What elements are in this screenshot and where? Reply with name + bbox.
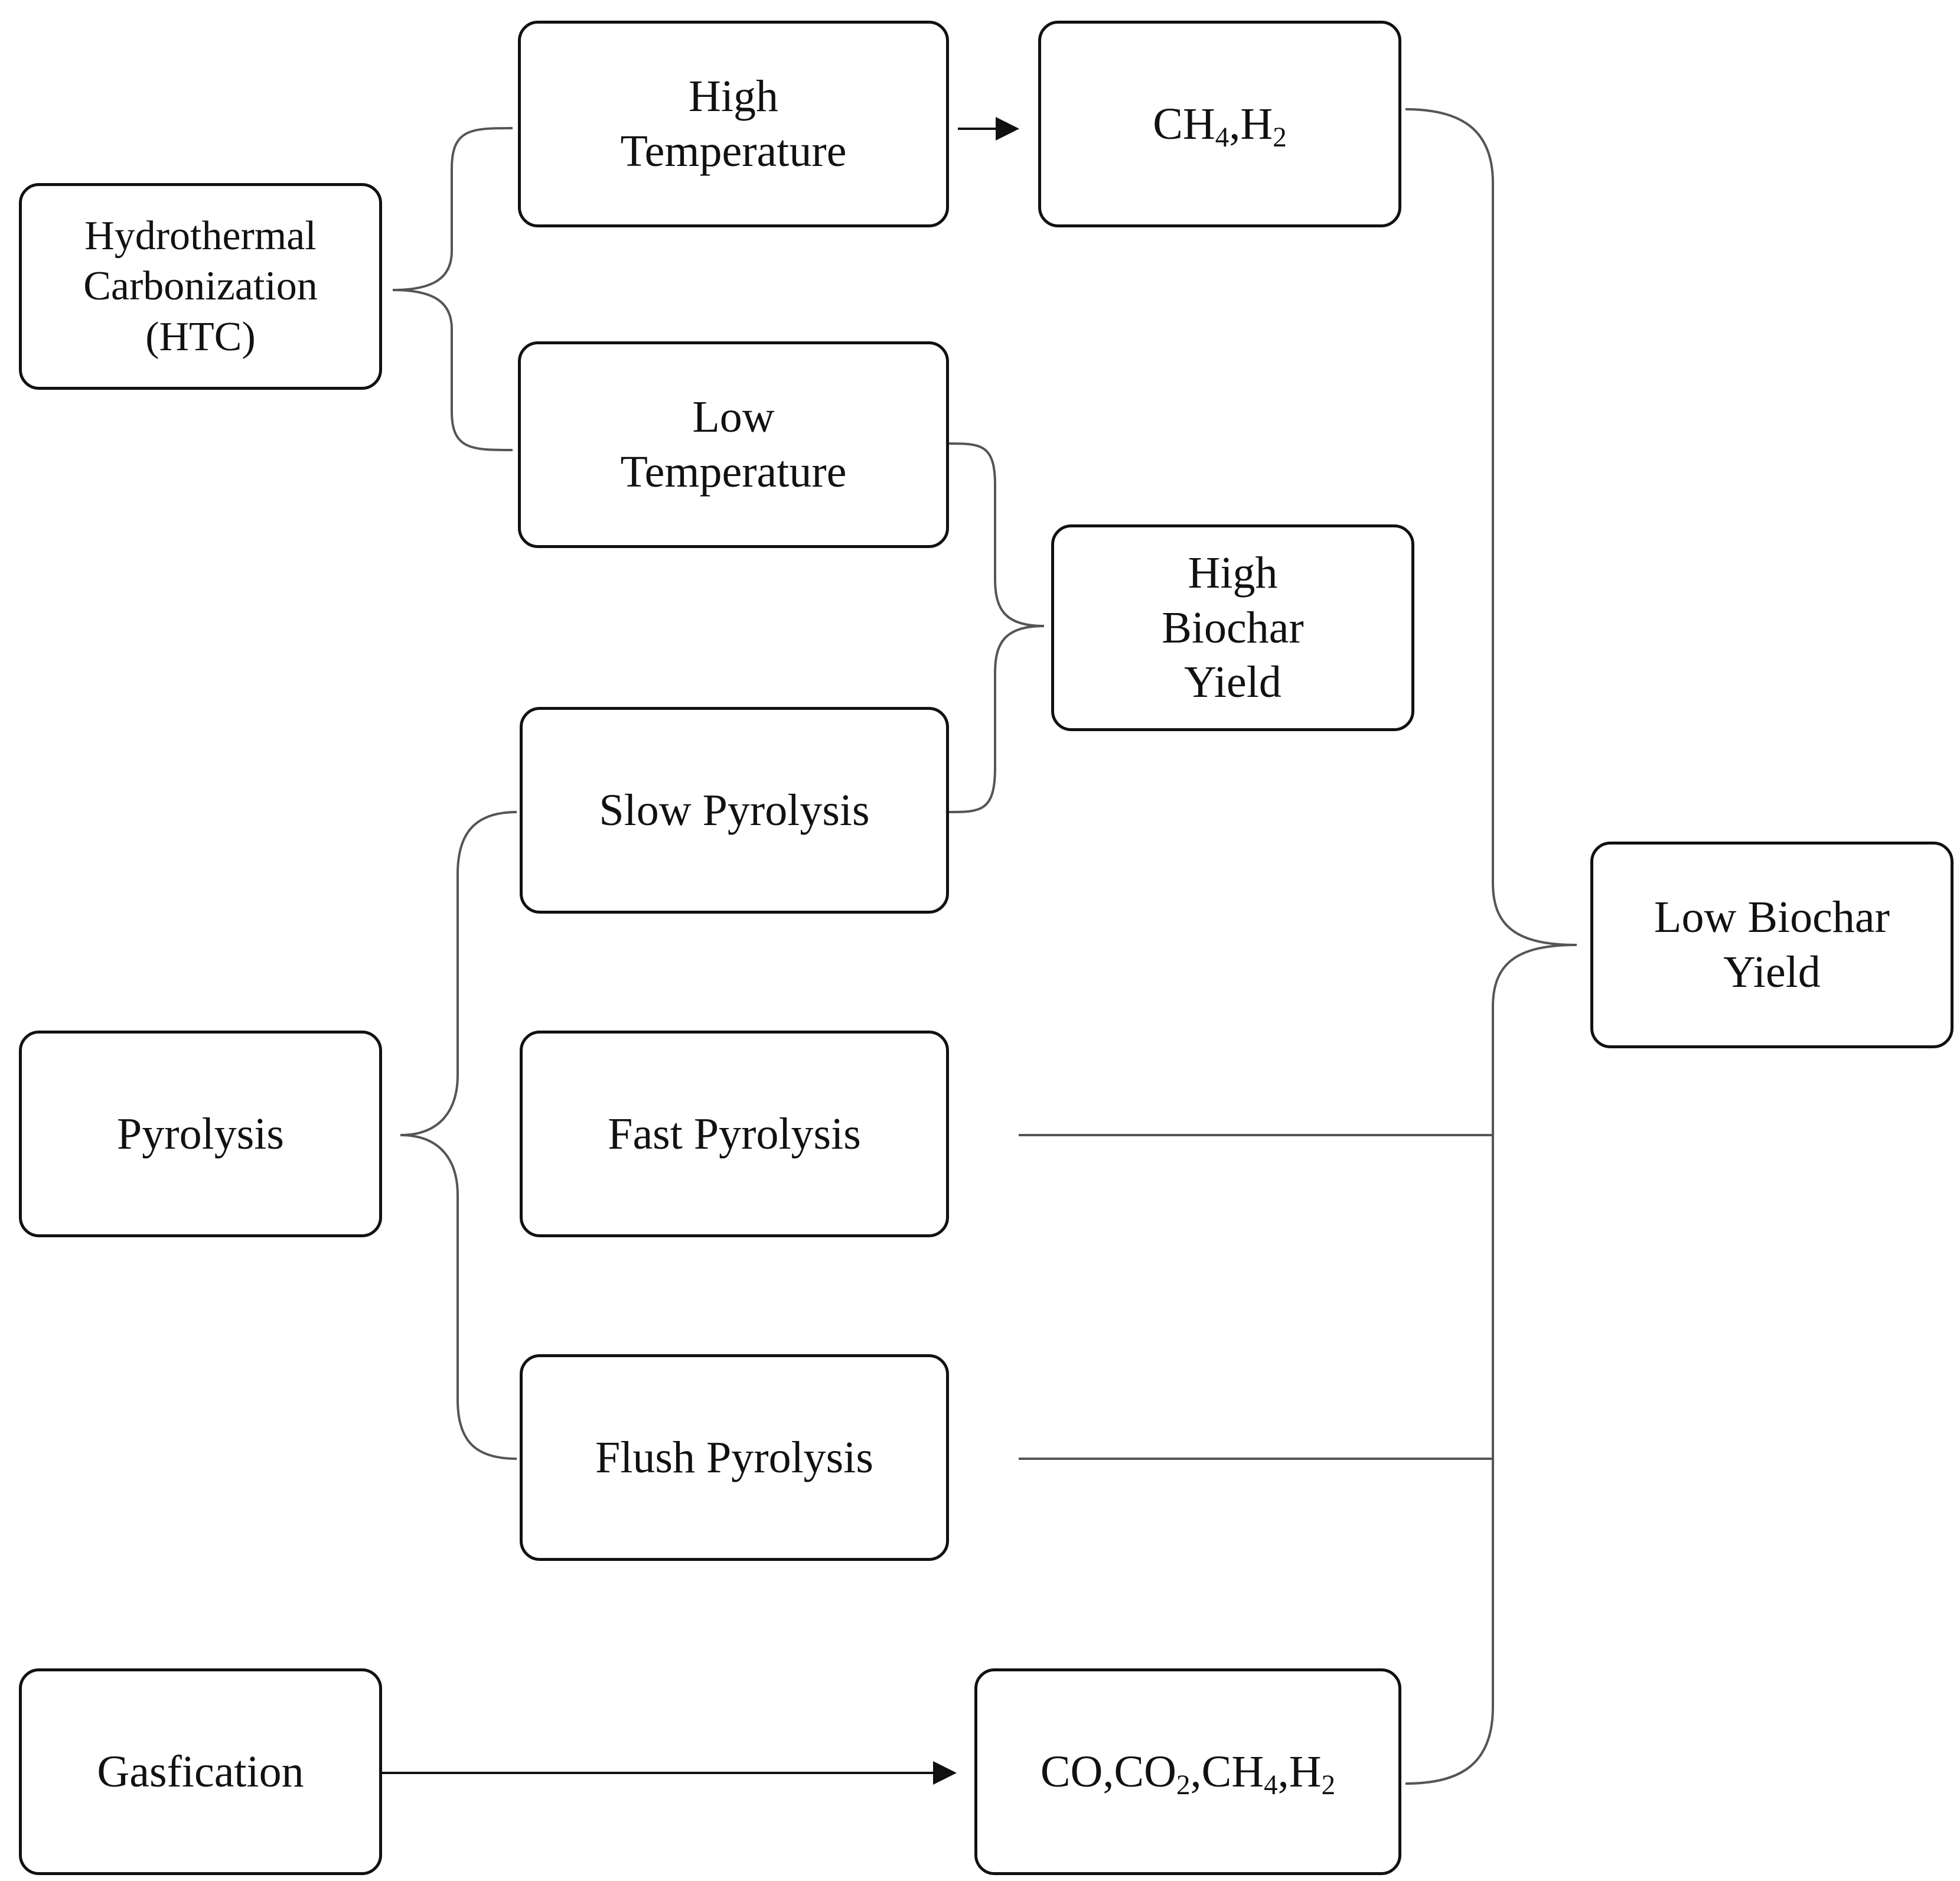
node-htc-line-2: Carbonization xyxy=(83,263,318,309)
node-slow-pyrolysis-label: Slow Pyrolysis xyxy=(599,785,870,835)
node-flush-pyrolysis-label: Flush Pyrolysis xyxy=(595,1432,873,1482)
node-slow-pyrolysis: Slow Pyrolysis xyxy=(520,707,949,914)
node-gasfication: Gasfication xyxy=(19,1668,382,1875)
node-high-temperature-line-1: High xyxy=(689,71,778,122)
node-low-biochar-yield-line-1: Low Biochar xyxy=(1654,892,1890,943)
node-ch4-h2: CH4,H2 xyxy=(1038,21,1401,227)
node-high-biochar-yield-line-2: Biochar xyxy=(1162,602,1304,653)
node-low-temperature-line-2: Temperature xyxy=(620,447,847,497)
node-gasfication-label: Gasfication xyxy=(97,1746,304,1797)
node-high-biochar-yield: High Biochar Yield xyxy=(1051,524,1414,731)
node-htc-line-1: Hydrothermal xyxy=(84,213,317,259)
brace-htc-to-temperatures xyxy=(392,127,513,451)
node-high-temperature-line-2: Temperature xyxy=(620,126,847,176)
brace-pyrolysis-to-variants xyxy=(400,811,517,1460)
node-ch4-h2-formula: CH4,H2 xyxy=(1153,99,1287,153)
node-high-biochar-yield-line-1: High xyxy=(1188,547,1278,598)
node-htc-line-3: (HTC) xyxy=(145,314,256,360)
node-htc: Hydrothermal Carbonization (HTC) xyxy=(19,183,382,390)
node-low-biochar-yield-line-2: Yield xyxy=(1723,947,1821,997)
node-pyrolysis-label: Pyrolysis xyxy=(117,1109,284,1159)
node-high-temperature: High Temperature xyxy=(518,21,949,227)
node-gas-mix: CO,CO2,CH4,H2 xyxy=(974,1668,1401,1875)
node-fast-pyrolysis-label: Fast Pyrolysis xyxy=(608,1109,861,1159)
node-low-biochar-yield: Low Biochar Yield xyxy=(1590,842,1954,1048)
node-low-temperature-line-1: Low xyxy=(692,392,775,442)
node-low-temperature: Low Temperature xyxy=(518,341,949,548)
node-gas-mix-formula: CO,CO2,CH4,H2 xyxy=(1040,1746,1336,1801)
brace-to-high-biochar-yield xyxy=(947,442,1045,813)
node-fast-pyrolysis: Fast Pyrolysis xyxy=(520,1031,949,1237)
node-pyrolysis: Pyrolysis xyxy=(19,1031,382,1237)
node-high-biochar-yield-line-3: Yield xyxy=(1184,657,1281,708)
brace-to-low-biochar-yield xyxy=(1405,108,1577,1785)
node-flush-pyrolysis: Flush Pyrolysis xyxy=(520,1354,949,1561)
